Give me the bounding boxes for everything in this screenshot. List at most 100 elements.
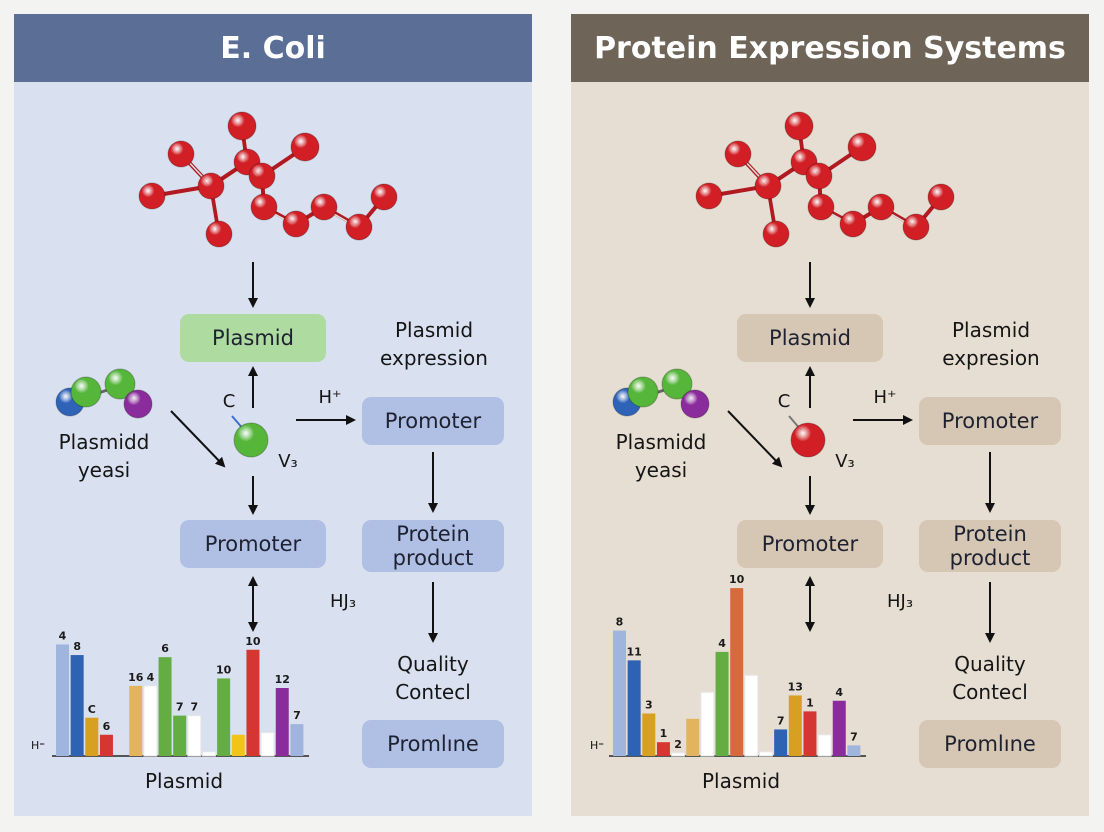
chart-bar [275,688,289,756]
chart-bar [759,751,773,757]
molecule-atom [370,183,398,211]
center-atom [233,422,269,458]
label-v3: V₃ [278,451,298,472]
molecule-atom [345,213,373,241]
molecule-atom [250,193,278,221]
chart-bar [803,711,817,756]
chart-bar-label: 7 [191,701,199,714]
chart-bar [231,734,245,756]
chart-bar-label: 7 [850,730,858,743]
molecule-atom [867,193,895,221]
chart-bar-label: 1 [660,727,668,740]
molecule-atom [282,210,310,238]
label-c: C [222,391,236,412]
chart-bar [774,729,788,756]
chart-label: Plasmid [144,769,224,793]
chart-bar [99,734,113,756]
chart-bar-label: 6 [103,720,111,733]
molecule-label: Plasmidd yeasi [58,430,150,482]
chart-bar-label: 4 [59,629,67,642]
chart-bar [744,674,759,757]
chart-axis-label: H⁼ [589,739,605,752]
plasmid-box: Plasmid [180,314,326,362]
chart-bar [143,685,158,757]
chart-bar-label: 10 [729,573,745,586]
molecule-atom [205,220,233,248]
promoter-box-right: Promoter [362,397,504,445]
chart-bar [217,678,231,756]
plasmid-box: Plasmid [737,314,883,362]
chart-bar-label: 2 [674,738,682,751]
chart-bar [788,695,802,756]
chart-bar [246,649,260,756]
chart-bar-label: 7 [777,714,785,727]
chart-bar [627,660,641,756]
molecule-atom [724,140,752,168]
molecule-atom [927,183,955,211]
quality-control-label: Quality Contecl [395,652,471,704]
chart-bar [686,718,700,756]
panel-title: E. Coli [14,14,532,82]
chart-bar [187,715,202,757]
chart-bar [700,691,715,757]
molecule-atom [167,140,195,168]
panel-title: Protein Expression Systems [571,14,1089,82]
molecule-atom [695,182,723,210]
chart-bar [847,745,861,756]
molecule-atom [248,162,276,190]
chart-bar [173,715,187,756]
molecule-atom [197,172,225,200]
label-hj3: HJ₃ [886,591,914,612]
arrow-molecule-to-center [170,410,226,468]
molecule-atom [290,132,320,162]
molecule-atom [784,111,814,141]
chart-bar [715,651,729,756]
label-h-plus: H⁺ [318,387,342,408]
chart-bar [70,655,84,756]
chart-bar-label: 16 [128,671,144,684]
molecule-label: Plasmidd yeasi [615,430,707,482]
label-hj3: HJ₃ [329,591,357,612]
center-atom [790,422,826,458]
molecule-atom [310,193,338,221]
chart-bar-label: 4 [147,671,155,684]
label-v3: V₃ [835,451,855,472]
molecule-atom [754,172,782,200]
molecule-atom [138,182,166,210]
chart-bar-label: 7 [176,701,184,714]
chart-bar [202,751,216,757]
molecule-atom [902,213,930,241]
chart-bar [290,724,304,756]
molecule-atom [847,132,877,162]
chart-bar-label: 1 [806,696,814,709]
chart-bar-label: 11 [626,645,641,658]
chart-bar-label: 3 [645,699,653,712]
purple-atom [680,389,710,419]
chart-bar-label: 10 [216,663,232,676]
label-c: C [777,391,791,412]
chart-bar [129,685,143,756]
chart-bar-label: 7 [293,709,301,722]
label-h-plus: H⁺ [873,387,897,408]
protein-product-box: Protein product [919,520,1061,572]
chart-bar-label: 4 [718,637,726,650]
chart-bar [56,644,69,756]
molecule-atom [807,193,835,221]
chart-bar [613,630,626,756]
quality-control-label: Quality Contecl [952,652,1028,704]
molecule-atom [227,111,257,141]
chart-bar-label: 12 [275,673,290,686]
promoter-box-right: Promoter [919,397,1061,445]
purple-atom [123,389,153,419]
chart-bar [158,657,172,756]
chart-bar-label: C [88,703,96,716]
molecule-atom [805,162,833,190]
chart-bar [642,713,656,756]
chart-axis-label: H⁼ [30,739,46,752]
chart-bar-label: 13 [788,680,803,693]
